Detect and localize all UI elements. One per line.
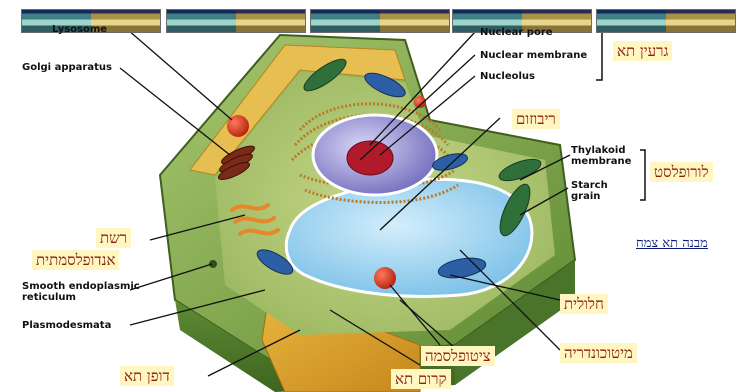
- label-he-ribosome: ריבוזום: [512, 109, 560, 129]
- label-nucleolus: Nucleolus: [480, 71, 535, 82]
- label-lysosome: Lysosome: [52, 24, 107, 35]
- label-thylakoid-2: membrane: [571, 156, 631, 167]
- label-he-vacuole: חלולית: [560, 294, 608, 314]
- label-he-cell-wall: דופן תא: [120, 366, 174, 386]
- nucleolus: [347, 141, 393, 175]
- label-nuclear-membrane: Nuclear membrane: [480, 50, 587, 61]
- header-bar-5: [596, 9, 736, 33]
- label-smooth-er-2: reticulum: [22, 292, 76, 303]
- label-golgi-apparatus: Golgi apparatus: [22, 62, 112, 73]
- plant-cell-structure-link[interactable]: מבנה תא צמח: [636, 235, 708, 251]
- label-he-cell-membrane: קרום תא: [391, 369, 451, 389]
- label-starch-2: grain: [571, 191, 600, 202]
- label-he-chloroplast: לורופלסט: [650, 162, 713, 182]
- header-bar-2: [166, 9, 306, 33]
- header-bar-3: [310, 9, 450, 33]
- label-plasmodesmata: Plasmodesmata: [22, 320, 111, 331]
- label-he-mitochondria: מיטוכונדריה: [560, 343, 637, 363]
- label-he-er-1: רשת: [96, 228, 131, 248]
- label-he-er-2: אנדופלסמתית: [32, 250, 119, 270]
- label-starch-1: Starch: [571, 180, 608, 191]
- label-he-nucleus: גרעין תא: [613, 41, 672, 61]
- label-thylakoid-1: Thylakoid: [571, 145, 625, 156]
- label-he-cytoplasm: ציטופלסמה: [421, 346, 495, 366]
- label-nuclear-pore: Nuclear pore: [480, 27, 553, 38]
- lysosome-2: [374, 267, 396, 289]
- chloroplast-bracket: [640, 150, 645, 200]
- label-smooth-er-1: Smooth endoplasmic: [22, 281, 140, 292]
